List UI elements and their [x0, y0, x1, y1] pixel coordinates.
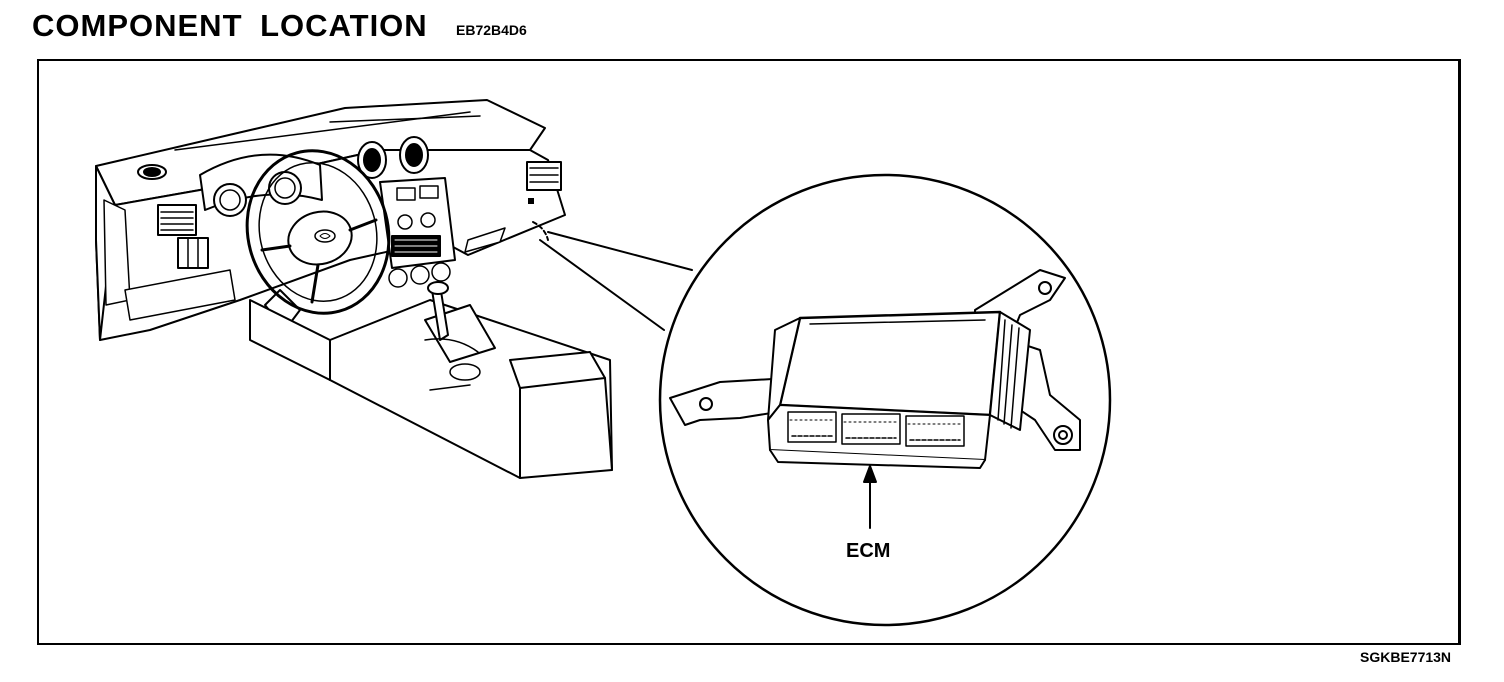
document-code: EB72B4D6 [456, 22, 527, 38]
page-title: COMPONENT LOCATION [32, 8, 428, 43]
ecm-module [669, 269, 1081, 529]
dashboard-illustration [95, 99, 613, 479]
figure-code: SGKBE7713N [1360, 649, 1452, 665]
figure-frame [37, 59, 1461, 645]
ecm-label: ECM [846, 540, 891, 562]
